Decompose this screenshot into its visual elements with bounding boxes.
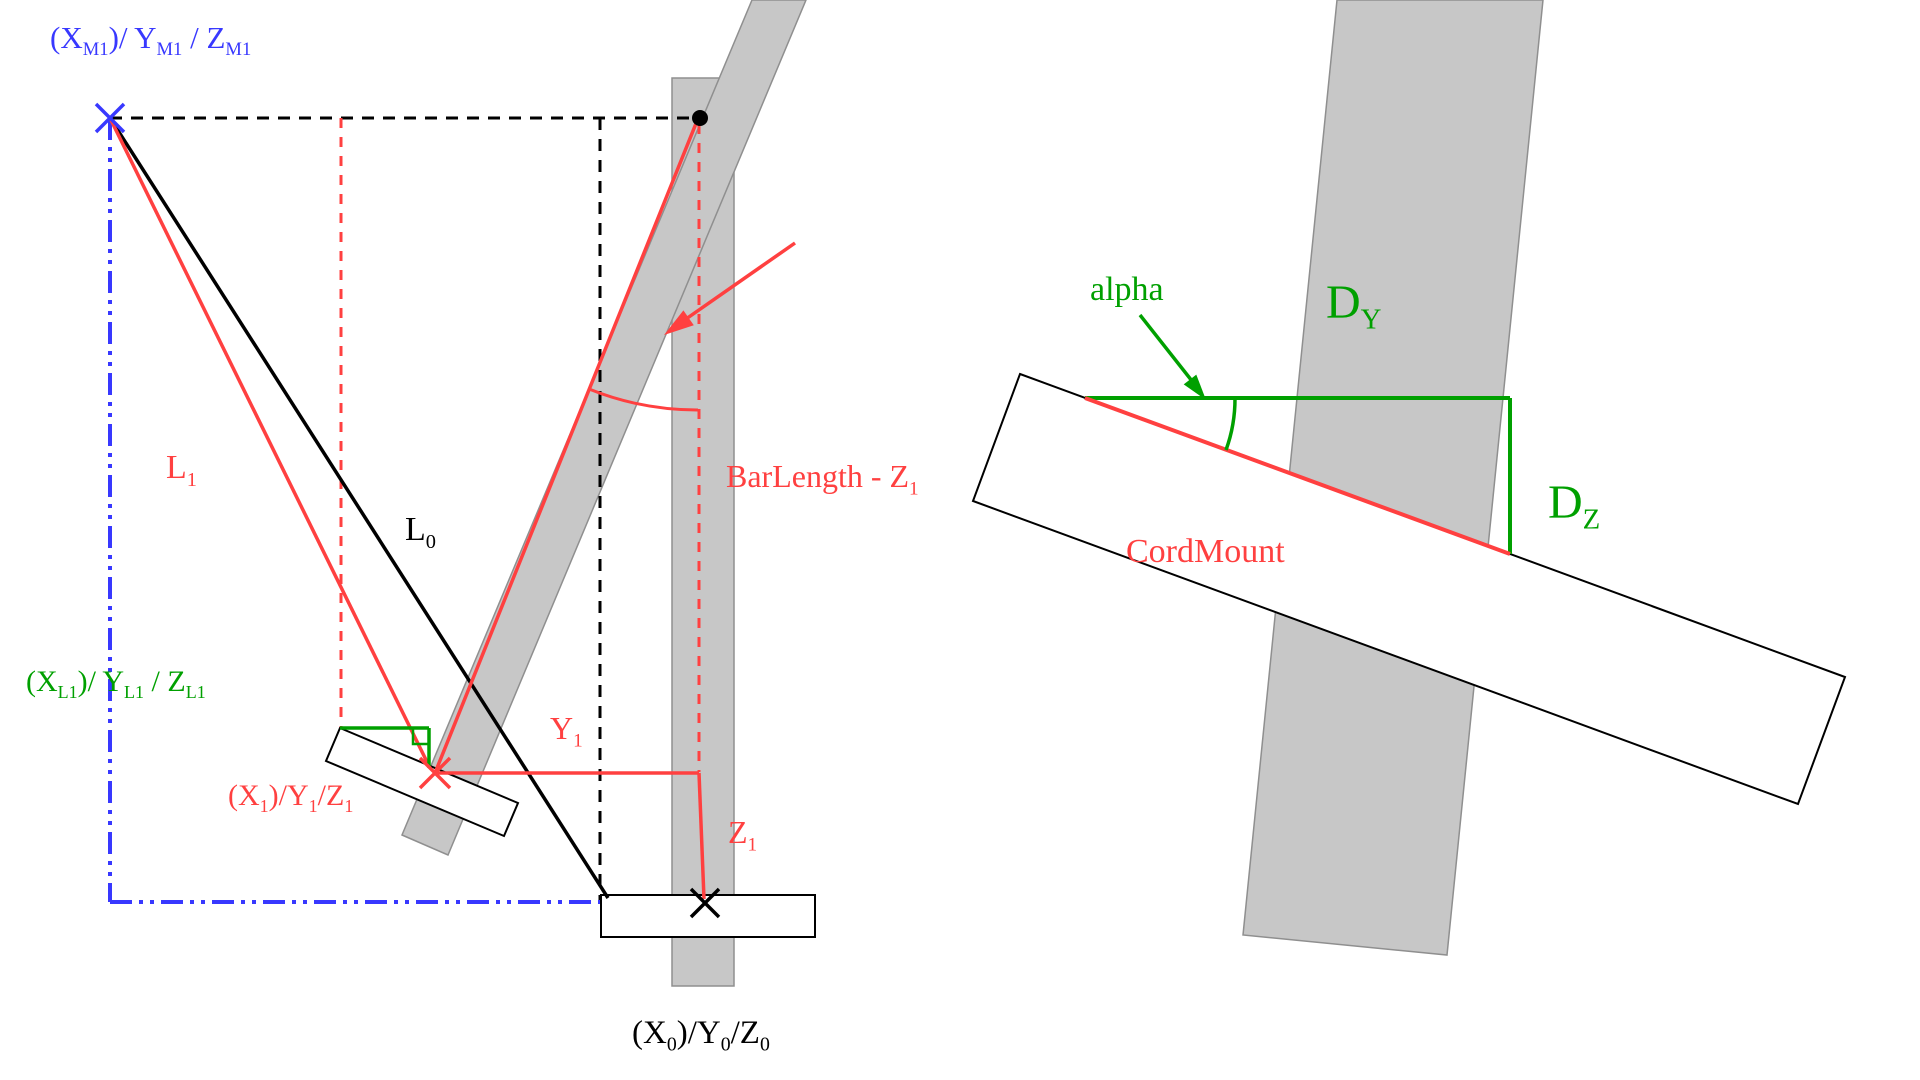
right-white-bar [971, 372, 1847, 806]
red-arrow-shaft [684, 241, 797, 321]
label-l0: L0 [405, 511, 436, 553]
x0-x-marker [689, 887, 721, 919]
alpha-angle-arc [1224, 397, 1237, 451]
mast-top-dot [692, 110, 708, 126]
right-angle-mark [411, 728, 429, 746]
label-dz: DZ [1548, 476, 1601, 536]
cord-L0-line [108, 117, 610, 899]
z1-measure-line [697, 772, 706, 900]
red-arrow-head [664, 310, 694, 335]
label-alpha: alpha [1090, 271, 1164, 308]
alpha-arrow-head [1183, 374, 1206, 400]
label-dy: DY [1326, 276, 1382, 336]
label-y1: Y1 [550, 710, 583, 752]
label-cordmount: CordMount [1126, 533, 1285, 570]
x1-x-marker [418, 756, 452, 790]
tilted-mount-plank [324, 726, 520, 838]
label-x0-coords: (X0)/Y0/Z0 [632, 1015, 770, 1056]
label-l1: L1 [166, 449, 197, 491]
barlength-line [433, 120, 699, 774]
base-plank [600, 894, 816, 938]
m1-x-marker [94, 102, 126, 134]
cord-L1-line [108, 117, 432, 769]
tilted-bar [401, 0, 807, 856]
label-z1: Z1 [728, 814, 758, 856]
label-l1-coords: (XL1)/ YL1 / ZL1 [26, 665, 206, 702]
label-x1-coords: (X1)/Y1/Z1 [228, 779, 354, 816]
cordmount-line [1084, 396, 1511, 556]
label-barlength: BarLength - Z1 [726, 458, 919, 500]
right-gray-bar [1242, 0, 1544, 956]
alpha-arrow-shaft [1138, 313, 1194, 383]
mast-angle-arc [588, 387, 699, 412]
label-m1-coords: (XM1)/ YM1 / ZM1 [50, 20, 252, 61]
